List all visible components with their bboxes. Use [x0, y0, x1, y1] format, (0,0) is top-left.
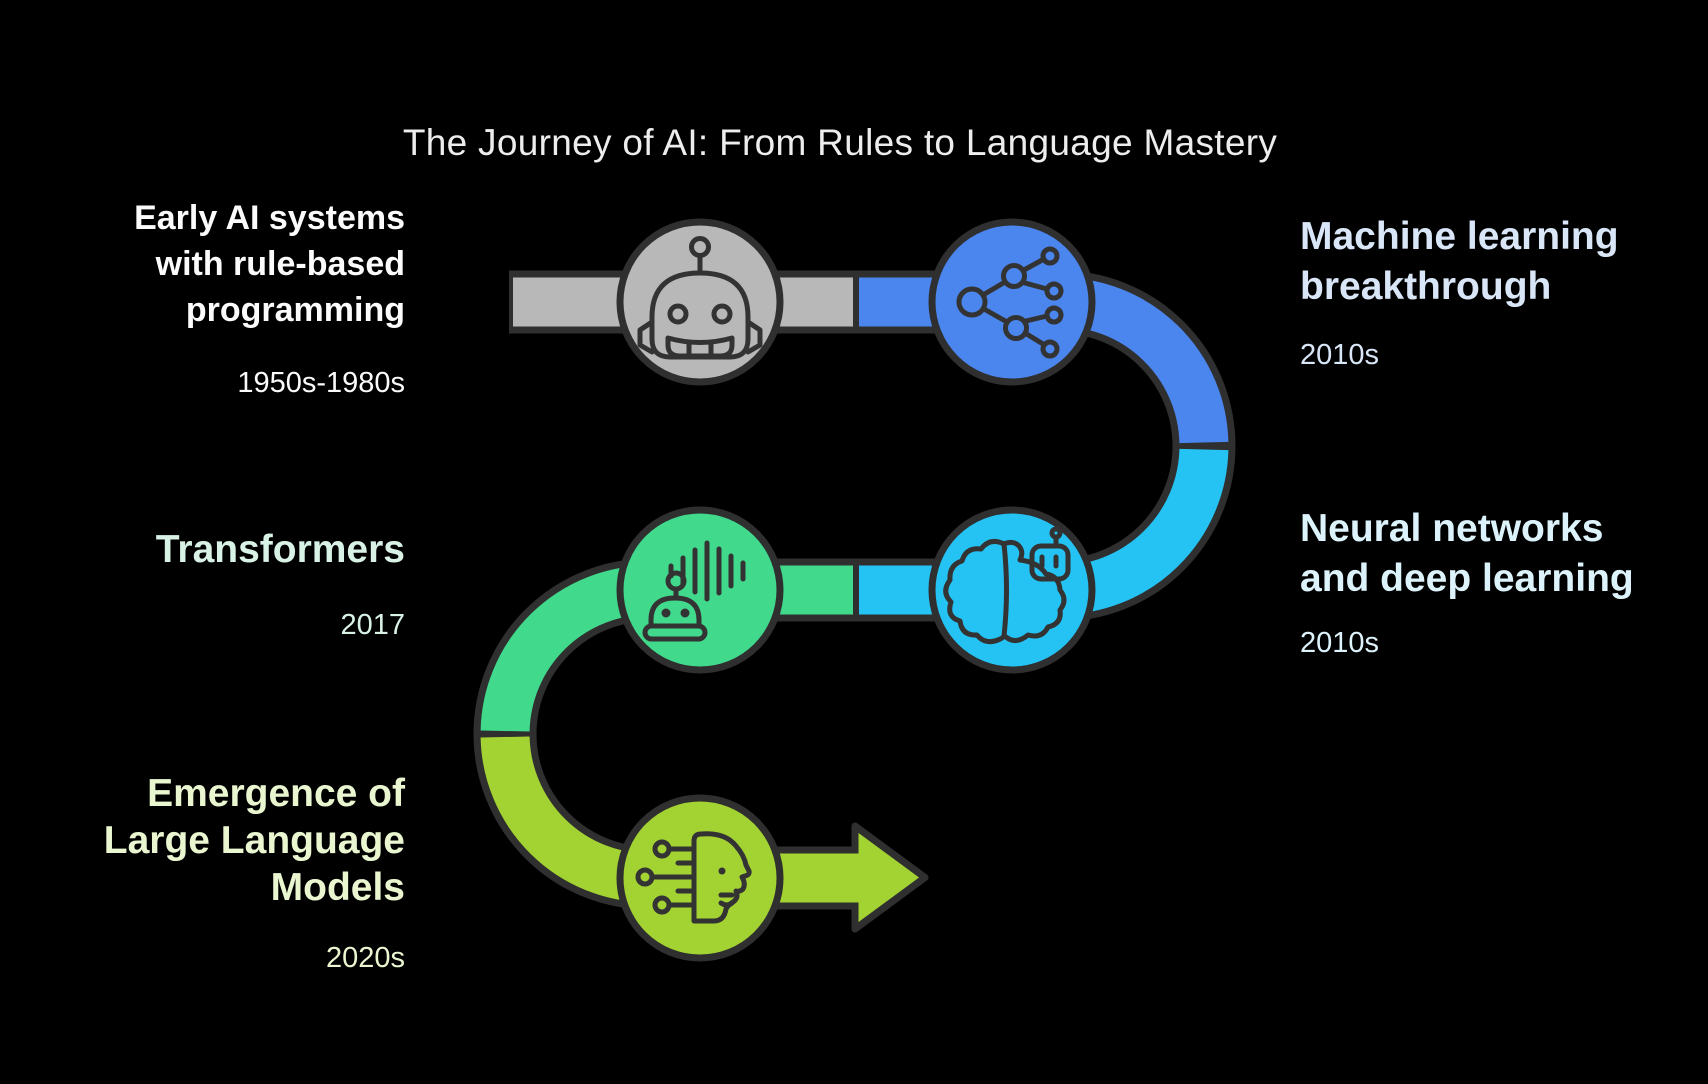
cyborg-head-icon — [635, 831, 752, 924]
label-machine-learning-date: 2010s — [1300, 339, 1380, 371]
node-early-ai — [616, 218, 784, 386]
label-llm-date: 2020s — [325, 942, 405, 974]
title-line: Emergence of — [147, 772, 405, 815]
title-line: Early AI systems — [134, 199, 405, 237]
title-line: Transformers — [155, 528, 405, 571]
title-line: and deep learning — [1300, 557, 1634, 600]
node-neural-networks — [928, 506, 1096, 674]
robot-icon — [637, 236, 763, 360]
voice-robot-icon — [642, 540, 746, 642]
node-transformers — [616, 506, 784, 674]
label-transformers-title: Transformers — [40, 526, 405, 573]
label-early-ai-date: 1950s-1980s — [237, 367, 405, 399]
title-line: programming — [185, 291, 405, 329]
label-machine-learning-title: Machine learning breakthrough — [1300, 212, 1680, 312]
label-neural-networks-date: 2010s — [1300, 627, 1380, 659]
label-llm-title: Emergence of Large Language Models — [40, 770, 405, 911]
label-early-ai-title: Early AI systems with rule-based program… — [40, 195, 405, 333]
title-line: Models — [270, 866, 405, 909]
title-line: breakthrough — [1300, 265, 1552, 308]
title-line: Machine learning — [1300, 215, 1619, 258]
title-line: Large Language — [103, 819, 405, 862]
node-llm — [616, 794, 784, 962]
brain-robot-icon — [943, 526, 1071, 645]
page-title: The Journey of AI: From Rules to Languag… — [402, 122, 1278, 163]
network-tree-icon — [956, 246, 1064, 359]
title-line: with rule-based — [155, 245, 405, 283]
node-machine-learning — [928, 218, 1096, 386]
label-neural-networks-title: Neural networks and deep learning — [1300, 504, 1680, 604]
title-line: Neural networks — [1300, 507, 1604, 550]
label-transformers-date: 2017 — [340, 609, 405, 641]
waveform-bars — [668, 540, 746, 602]
